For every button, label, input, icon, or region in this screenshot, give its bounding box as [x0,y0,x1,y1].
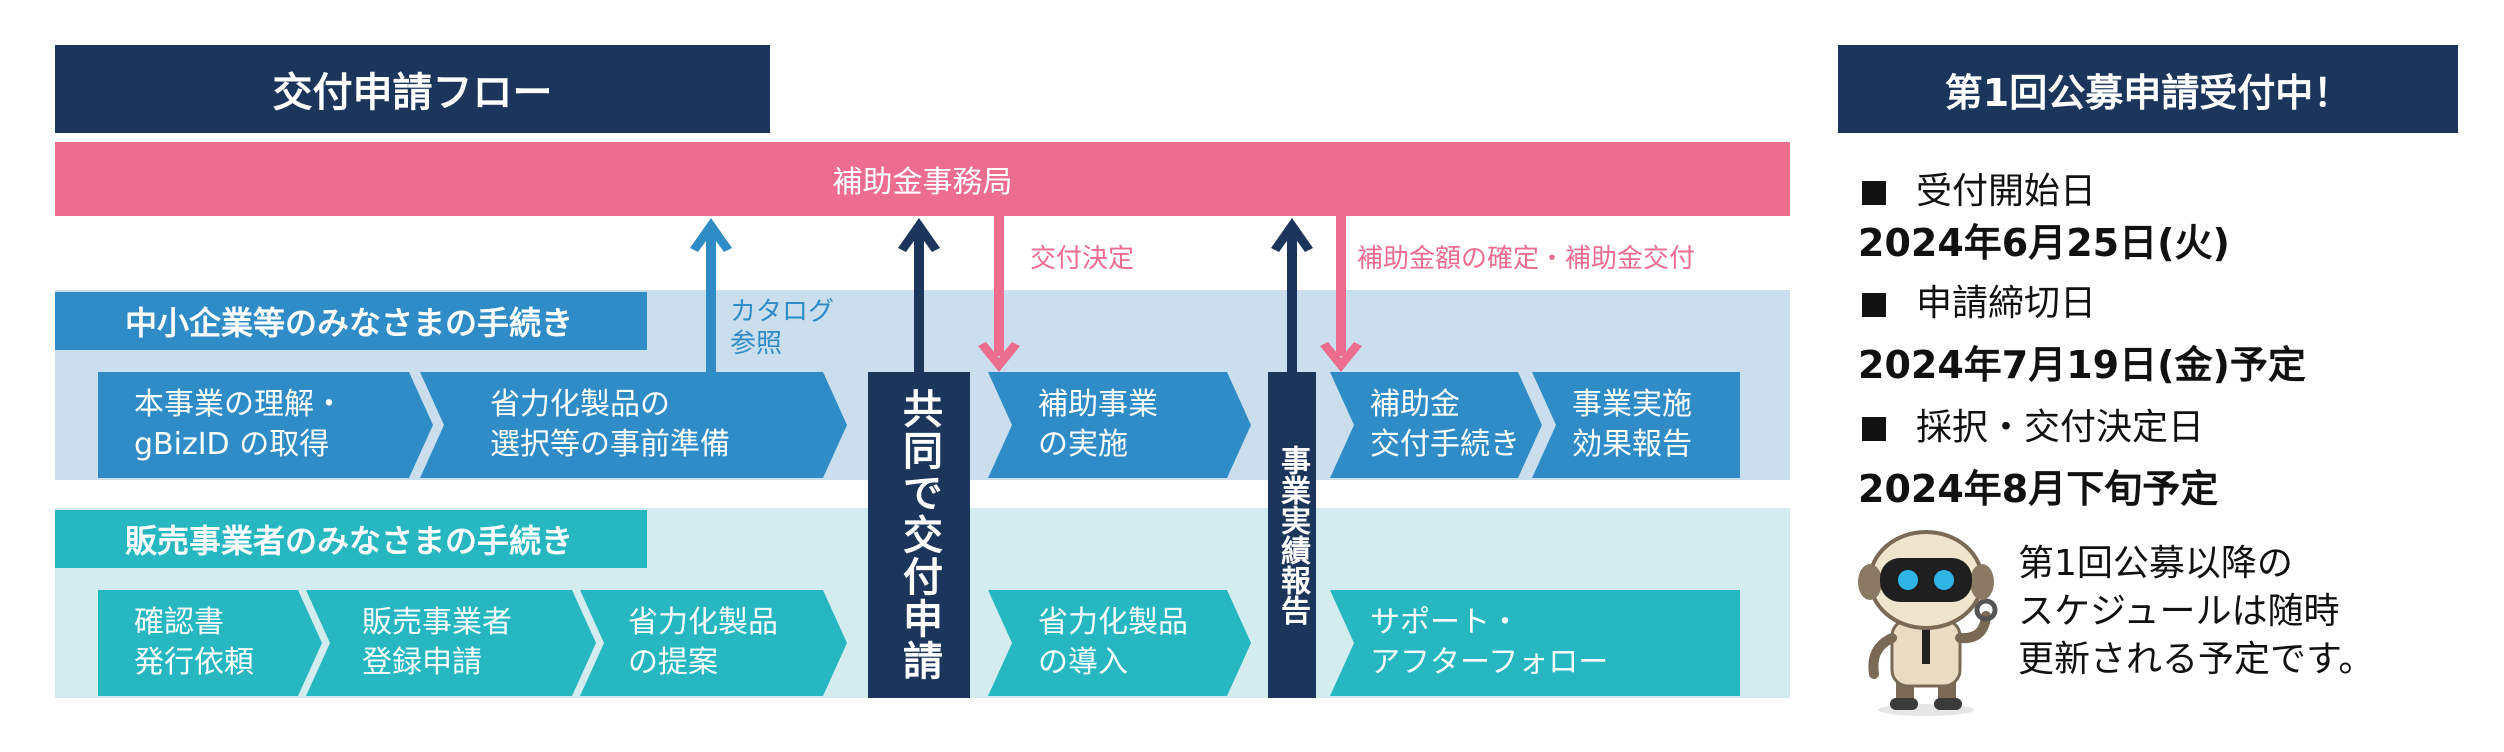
catalog-line1: カタログ [730,297,835,327]
step-line1: 補助金 [1370,387,1460,422]
step-line1: 省力化製品 [628,605,778,640]
sme-step-3: 補助事業 の実施 [988,372,1251,478]
sme-step-4: 補助金 交付手続き [1330,372,1542,478]
vendor-step-4: 省力化製品 の導入 [988,590,1251,696]
step-line2: の提案 [628,645,718,680]
performance-report-bar: 事業実績報告 [1268,372,1316,698]
secretariat-label: 補助金事務局 [832,165,1013,200]
sme-section-label: 中小企業等のみなさまの手続き [55,292,647,350]
step-line1: 省力化製品 [1038,605,1188,640]
step-line1: 本事業の理解・ [134,387,344,422]
vendor-step-2: 販売事業者 登録申請 [306,590,596,696]
schedule-item-1-label: 受付開始日 [1862,162,2096,214]
schedule-item-2-label: 申請締切日 [1862,274,2096,326]
note-line3: 更新される予定です。 [2018,639,2375,680]
step-line1: 省力化製品の [490,387,670,422]
step-line1: 確認書 [134,605,224,640]
step-line2: 選択等の事前準備 [490,427,730,462]
arrow-down-icon [1320,216,1362,372]
schedule-note: 第1回公募以降の スケジュールは随時 更新される予定です。 [2018,540,2374,684]
schedule-title: 第1回公募申請受付中！ [1838,45,2458,133]
arrow-up-icon [1271,218,1313,372]
step-line1: 販売事業者 [362,605,512,640]
sme-step-1: 本事業の理解・ gBizID の取得 [98,372,433,478]
performance-report-label: 事業実績報告 [1275,445,1310,625]
bullet-square-icon [1862,181,1886,205]
step-line2: の実施 [1038,427,1128,462]
step-line2: アフターフォロー [1370,645,1609,680]
note-line2: スケジュールは随時 [2018,591,2340,632]
vendor-section-label: 販売事業者のみなさまの手続き [55,510,647,568]
flow-title: 交付申請フロー [55,45,770,133]
vendor-step-3: 省力化製品 の提案 [580,590,847,696]
step-line2: gBizID の取得 [134,427,330,462]
arrow-up-icon [690,218,732,372]
label-text: 受付開始日 [1916,171,2097,212]
final-grant-annotation: 補助金額の確定・補助金交付 [1357,244,1696,274]
schedule-item-2-date: 2024年7月19日(金)予定 [1858,343,2306,387]
note-line1: 第1回公募以降の [2018,543,2293,584]
label-text: 申請締切日 [1916,283,2097,324]
step-line2: 登録申請 [362,645,482,680]
sme-step-5: 事業実施 効果報告 [1532,372,1740,478]
step-line2: 効果報告 [1572,427,1692,462]
secretariat-bar: 補助金事務局 [55,142,1790,216]
catalog-annotation: カタログ 参照 [730,296,834,360]
schedule-item-3-label: 採択・交付決定日 [1862,398,2204,450]
vendor-step-5: サポート・ アフターフォロー [1330,590,1740,696]
joint-application-label: 共同で交付申請 [896,388,942,682]
step-line1: 補助事業 [1038,387,1158,422]
step-line2: の導入 [1038,645,1128,680]
schedule-item-1-date: 2024年6月25日(火) [1858,221,2230,265]
robot-mascot-icon [1858,530,1998,716]
grant-decision-annotation: 交付決定 [1030,244,1135,274]
step-line2: 発行依頼 [134,645,254,680]
catalog-line2: 参照 [730,329,783,359]
arrow-up-icon [898,218,940,372]
step-line2: 交付手続き [1370,427,1520,462]
vendor-step-1: 確認書 発行依頼 [98,590,322,696]
step-line1: サポート・ [1370,605,1520,640]
bullet-square-icon [1862,293,1886,317]
arrow-down-icon [978,216,1020,372]
joint-application-bar: 共同で交付申請 [868,372,970,698]
step-line1: 事業実施 [1572,387,1692,422]
sme-step-2: 省力化製品の 選択等の事前準備 [420,372,847,478]
schedule-item-3-date: 2024年8月下旬予定 [1858,467,2219,511]
bullet-square-icon [1862,417,1886,441]
label-text: 採択・交付決定日 [1916,407,2205,448]
